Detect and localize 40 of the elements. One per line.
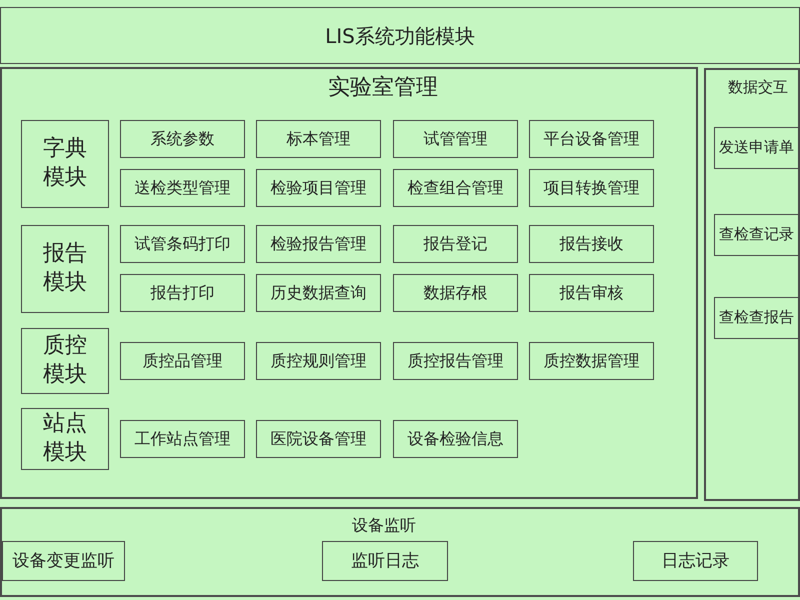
function-box: 查检查报告	[714, 297, 799, 339]
function-box: 检验报告管理	[256, 225, 381, 263]
function-box: 送检类型管理	[120, 169, 245, 207]
function-box: 报告审核	[529, 274, 654, 312]
panel	[0, 67, 698, 499]
module-box: 质控模块	[21, 328, 109, 394]
panel-heading: 数据交互	[728, 78, 788, 96]
function-box: 监听日志	[322, 541, 448, 581]
function-box: 试管条码打印	[120, 225, 245, 263]
function-box: 医院设备管理	[256, 420, 381, 458]
function-box: 系统参数	[120, 120, 245, 158]
panel	[0, 507, 800, 597]
function-box: 试管管理	[393, 120, 518, 158]
function-box: 报告打印	[120, 274, 245, 312]
module-box: 站点模块	[21, 408, 109, 470]
function-box: 质控数据管理	[529, 342, 654, 380]
function-box: 查检查记录	[714, 214, 799, 256]
function-box: 检查组合管理	[393, 169, 518, 207]
module-box: 字典模块	[21, 120, 109, 208]
function-box: 数据存根	[393, 274, 518, 312]
function-box: 平台设备管理	[529, 120, 654, 158]
function-box: 检验项目管理	[256, 169, 381, 207]
function-box: 工作站点管理	[120, 420, 245, 458]
title-band: LIS系统功能模块	[0, 7, 800, 64]
function-box: 报告接收	[529, 225, 654, 263]
function-box: 日志记录	[633, 541, 758, 581]
panel	[704, 68, 800, 501]
function-box: 质控报告管理	[393, 342, 518, 380]
function-box: 设备检验信息	[393, 420, 518, 458]
function-box: 发送申请单	[714, 127, 799, 169]
module-box: 报告模块	[21, 225, 109, 313]
function-box: 历史数据查询	[256, 274, 381, 312]
function-box: 质控品管理	[120, 342, 245, 380]
panel-heading: 实验室管理	[328, 74, 438, 102]
function-box: 标本管理	[256, 120, 381, 158]
function-box: 质控规则管理	[256, 342, 381, 380]
function-box: 报告登记	[393, 225, 518, 263]
panel-heading: 设备监听	[352, 515, 416, 535]
function-box: 项目转换管理	[529, 169, 654, 207]
function-box: 设备变更监听	[2, 541, 125, 581]
